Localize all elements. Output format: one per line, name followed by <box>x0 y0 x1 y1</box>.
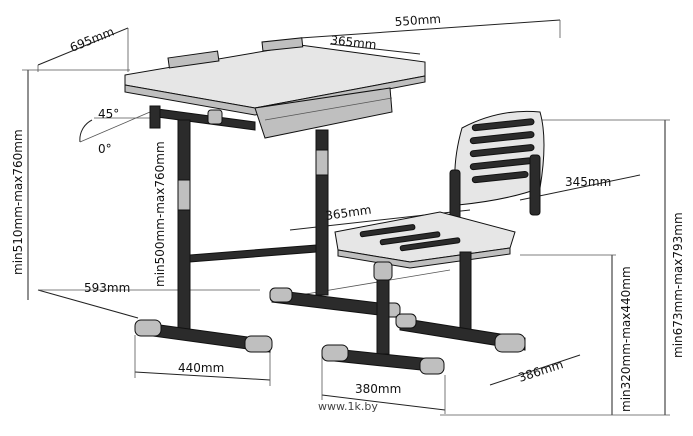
watermark: www.1k.by <box>318 400 378 413</box>
label-desk-depth: 550mm <box>394 12 441 29</box>
label-chair-base-depth: 386mm <box>517 357 565 385</box>
label-desk-width: 695mm <box>68 24 116 54</box>
pen-tray <box>167 50 220 69</box>
label-desk-height-range: min510mm-max760mm <box>11 129 25 275</box>
label-base-width: 440mm <box>178 361 224 375</box>
label-backrest-width: 345mm <box>565 175 611 189</box>
label-base-length: 593mm <box>84 281 130 295</box>
label-tilt-angle: 45° <box>98 107 119 121</box>
desk-left-leg <box>177 119 191 333</box>
label-chair-base-width: 380mm <box>355 382 401 396</box>
label-tabletop-depth: 365mm <box>330 33 378 52</box>
label-seat-height-range: min320mm-max440mm <box>619 266 633 412</box>
label-chair-height-range: min673mm-max793mm <box>671 212 685 358</box>
desk-drawer <box>254 87 393 139</box>
chair <box>321 110 545 375</box>
label-flat-angle: 0° <box>98 142 112 156</box>
label-seat-depth: 365mm <box>324 203 372 223</box>
label-leg-height-range: min500mm-max760mm <box>153 141 167 287</box>
chair-right-leg <box>459 251 472 333</box>
